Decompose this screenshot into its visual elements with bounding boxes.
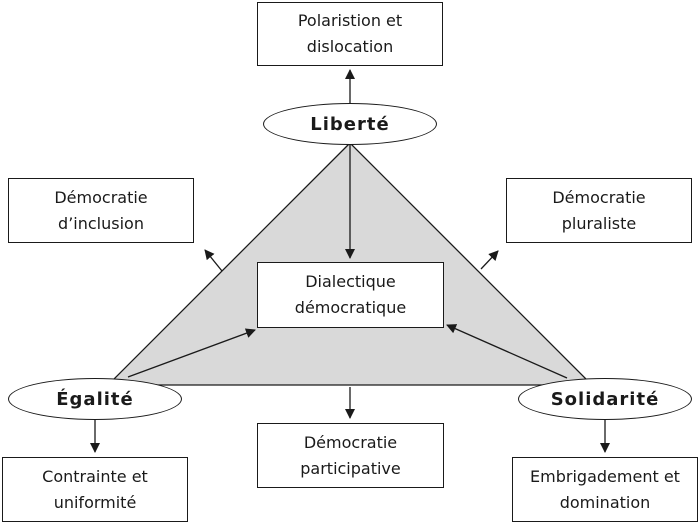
box-democratie-participative: Démocratie participative bbox=[257, 423, 444, 488]
box-embrigadement-domination: Embrigadement et domination bbox=[512, 457, 698, 522]
box-contrainte-uniformite: Contrainte et uniformité bbox=[2, 457, 188, 522]
box-dialectique-democratique: Dialectique démocratique bbox=[257, 262, 444, 328]
box-embrigadement-line-1: Embrigadement et bbox=[530, 466, 680, 486]
box-inclusion-line-2: d’inclusion bbox=[58, 213, 144, 233]
box-dialectique-line-2: démocratique bbox=[294, 298, 407, 317]
box-polarisation: Polaristion et dislocation bbox=[257, 2, 443, 66]
node-egalite: Égalité bbox=[8, 378, 182, 420]
box-pluraliste-line-1: Démocratie bbox=[552, 187, 646, 207]
box-dialectique-line-1: Dialectique bbox=[305, 272, 396, 291]
box-contrainte-line-2: uniformité bbox=[53, 492, 137, 512]
node-solidarite: Solidarité bbox=[518, 378, 692, 420]
box-participative-line-2: participative bbox=[300, 458, 401, 478]
box-participative-line-1: Démocratie bbox=[303, 432, 398, 452]
node-liberte: Liberté bbox=[263, 103, 437, 145]
box-embrigadement-line-2: domination bbox=[559, 492, 651, 512]
box-democratie-pluraliste: Démocratie pluraliste bbox=[506, 178, 692, 243]
box-polarisation-line-1: Polaristion et bbox=[297, 11, 403, 30]
box-contrainte-line-1: Contrainte et bbox=[42, 466, 148, 486]
arrow-egalite-to-center bbox=[127, 328, 256, 378]
box-pluraliste-line-2: pluraliste bbox=[561, 213, 637, 233]
box-polarisation-line-2: dislocation bbox=[306, 37, 394, 56]
arrow-left-edge-to-inclusion bbox=[204, 249, 223, 272]
arrow-right-edge-to-pluraliste bbox=[480, 250, 499, 270]
box-democratie-inclusion: Démocratie d’inclusion bbox=[8, 178, 194, 243]
box-inclusion-line-1: Démocratie bbox=[54, 187, 148, 207]
arrow-solidarite-to-center bbox=[446, 324, 568, 379]
